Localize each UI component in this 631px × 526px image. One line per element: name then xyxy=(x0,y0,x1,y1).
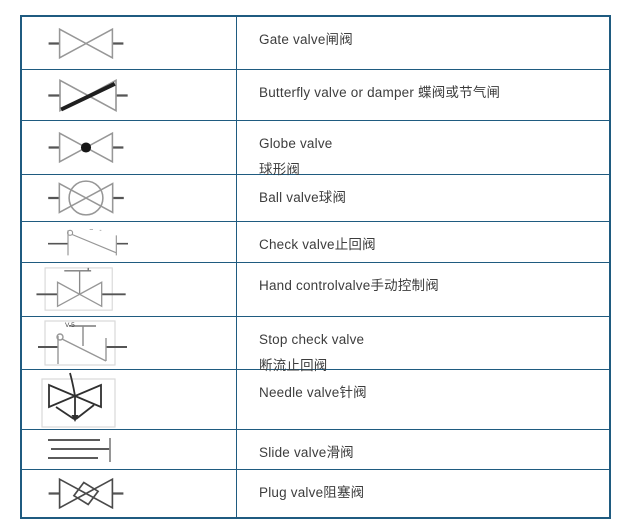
butterfly-valve-symbol xyxy=(48,78,128,112)
valve-label: Check valve止回阀 xyxy=(259,237,376,252)
valve-tag-label: V-5 xyxy=(65,322,75,329)
symbol-cell xyxy=(22,70,237,120)
ball-valve-symbol xyxy=(48,180,124,216)
valve-label: Globe valve xyxy=(259,136,333,151)
valve-table: Gate valve闸阀 Butterfly valve or damper 蝶… xyxy=(20,15,611,519)
table-row: V-5 Stop check valve 断流止回阀 xyxy=(22,317,609,373)
label-cell: Butterfly valve or damper 蝶阀或节气闸 xyxy=(237,70,609,120)
table-row: Ball valve球阀 xyxy=(22,175,609,222)
gate-valve-symbol xyxy=(48,27,124,59)
valve-label-cn: 球形阀 xyxy=(259,162,301,177)
symbol-cell xyxy=(22,470,237,517)
globe-valve-symbol xyxy=(48,131,124,164)
stop-check-valve-symbol: V-5 xyxy=(38,319,127,366)
valve-label: Butterfly valve or damper 蝶阀或节气闸 xyxy=(259,85,501,100)
valve-label: Hand controlvalve手动控制阀 xyxy=(259,278,439,293)
table-row: Check valve止回阀 xyxy=(22,222,609,263)
label-cell: Hand controlvalve手动控制阀 xyxy=(237,263,609,316)
slide-valve-symbol xyxy=(48,437,111,462)
table-row: Plug valve阻塞阀 xyxy=(22,470,609,517)
valve-label: Ball valve球阀 xyxy=(259,190,347,205)
label-cell: Plug valve阻塞阀 xyxy=(237,470,609,517)
valve-label: Needle valve针阀 xyxy=(259,385,367,400)
label-cell: Slide valve滑阀 xyxy=(237,430,609,469)
symbol-cell xyxy=(22,370,237,429)
table-row: Butterfly valve or damper 蝶阀或节气闸 xyxy=(22,70,609,121)
valve-label-cn: 断流止回阀 xyxy=(259,358,328,373)
table-row: Hand controlvalve手动控制阀 xyxy=(22,263,609,317)
plug-valve-symbol xyxy=(48,477,124,510)
label-cell: Gate valve闸阀 xyxy=(237,17,609,69)
symbol-cell xyxy=(22,121,237,174)
symbol-cell xyxy=(22,430,237,469)
hand-control-valve-symbol xyxy=(36,267,126,311)
symbol-cell: V-5 xyxy=(22,317,237,369)
valve-label: Stop check valve xyxy=(259,332,365,347)
label-cell: Check valve止回阀 xyxy=(237,222,609,262)
table-row: Globe valve 球形阀 xyxy=(22,121,609,177)
table-row: Slide valve滑阀 xyxy=(22,430,609,470)
symbol-cell xyxy=(22,17,237,69)
table-row: Gate valve闸阀 xyxy=(22,17,609,70)
valve-label: Slide valve滑阀 xyxy=(259,445,354,460)
label-cell: Ball valve球阀 xyxy=(237,175,609,221)
valve-label: Plug valve阻塞阀 xyxy=(259,485,365,500)
label-cell: Needle valve针阀 xyxy=(237,370,609,429)
label-cell: Globe valve 球形阀 xyxy=(237,121,609,177)
check-valve-symbol xyxy=(47,229,128,256)
symbol-cell xyxy=(22,222,237,262)
label-cell: Stop check valve 断流止回阀 xyxy=(237,317,609,373)
valve-label: Gate valve闸阀 xyxy=(259,32,353,47)
symbol-cell xyxy=(22,175,237,221)
table-row: Needle valve针阀 xyxy=(22,370,609,430)
needle-valve-symbol xyxy=(41,372,116,428)
symbol-cell xyxy=(22,263,237,316)
